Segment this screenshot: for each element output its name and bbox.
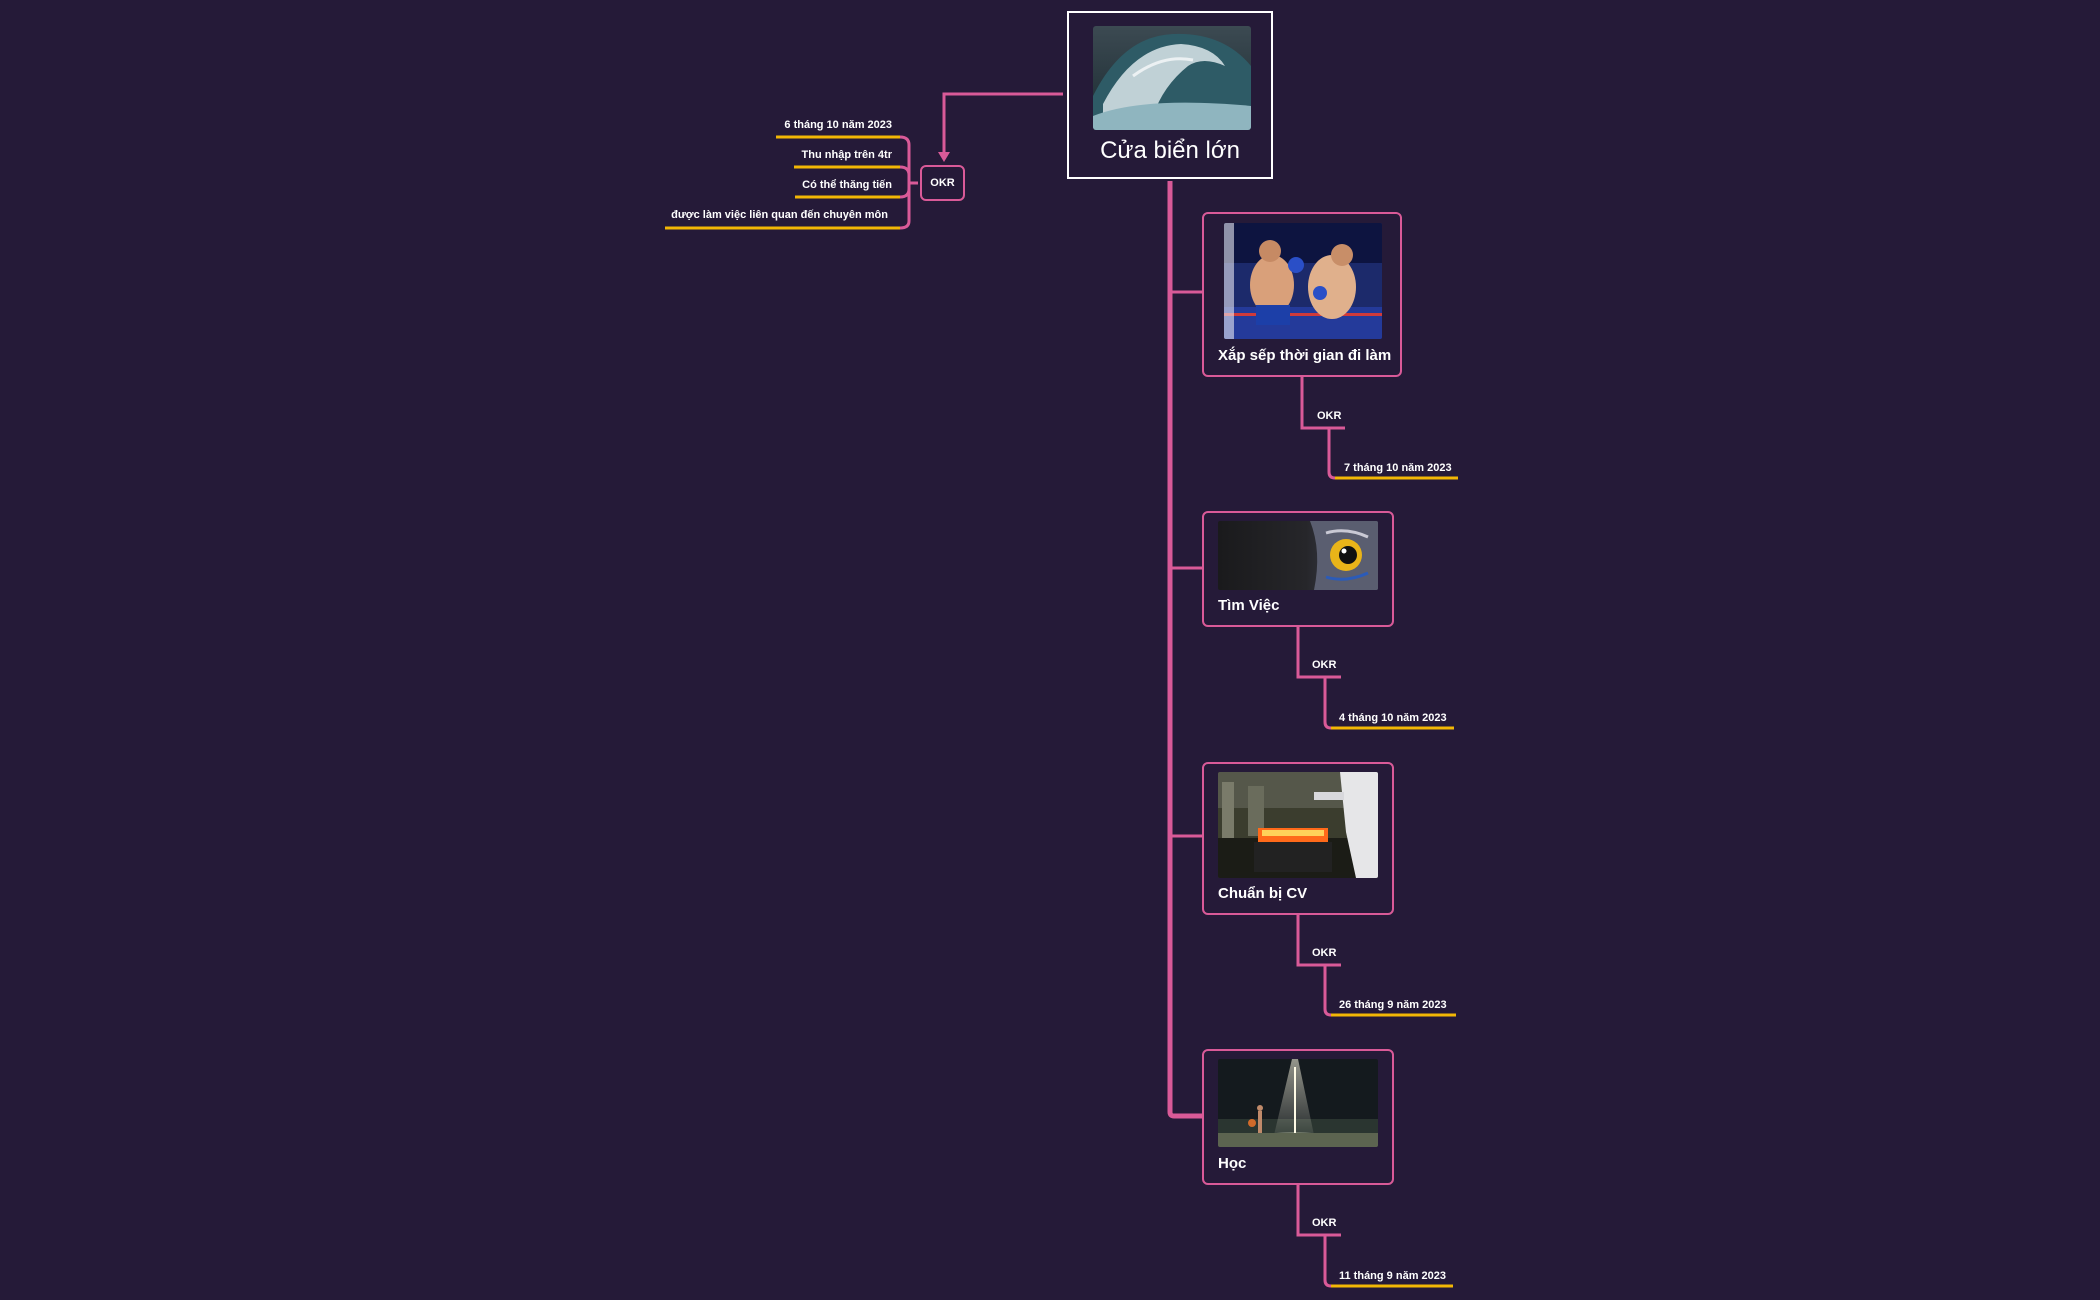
branch-okr-date[interactable]: 26 tháng 9 năm 2023 [1339, 999, 1447, 1011]
boxing-image [1224, 223, 1382, 339]
owl-eye-image [1218, 521, 1378, 590]
central-topic-title: Cửa biển lớn [1100, 137, 1240, 164]
branch-okr-date[interactable]: 7 tháng 10 năm 2023 [1344, 462, 1452, 474]
branch-okr-label[interactable]: OKR [1312, 659, 1337, 671]
forge-image [1218, 772, 1378, 878]
branch-card-work-schedule[interactable]: Xắp sếp thời gian đi làm [1202, 212, 1402, 377]
branch-okr-label[interactable]: OKR [1312, 1217, 1337, 1229]
branch-okr-date[interactable]: 4 tháng 10 năm 2023 [1339, 712, 1447, 724]
okr-leaf-promotion[interactable]: Có thể thăng tiến [802, 179, 892, 191]
branch-card-job-search[interactable]: Tìm Việc [1202, 511, 1394, 627]
okr-leaf-relevant-work[interactable]: được làm việc liên quan đến chuyên môn [671, 209, 888, 221]
branch-okr-date[interactable]: 11 tháng 9 năm 2023 [1339, 1270, 1446, 1282]
branch-okr-label[interactable]: OKR [1312, 947, 1337, 959]
wave-image [1093, 26, 1251, 130]
central-okr-node[interactable]: OKR [920, 165, 965, 201]
branch-okr-label[interactable]: OKR [1317, 410, 1342, 422]
branch-title: Tìm Việc [1218, 597, 1280, 614]
branch-title: Học [1218, 1155, 1247, 1172]
branch-title: Xắp sếp thời gian đi làm [1218, 347, 1392, 364]
okr-leaf-date[interactable]: 6 tháng 10 năm 2023 [784, 119, 892, 131]
spotlight-image [1218, 1059, 1378, 1147]
okr-leaf-income[interactable]: Thu nhập trên 4tr [801, 149, 892, 161]
branch-title: Chuẩn bị CV [1218, 885, 1308, 902]
branch-card-study[interactable]: Học [1202, 1049, 1394, 1185]
branch-card-prepare-cv[interactable]: Chuẩn bị CV [1202, 762, 1394, 915]
central-topic[interactable]: Cửa biển lớn [1067, 11, 1273, 179]
